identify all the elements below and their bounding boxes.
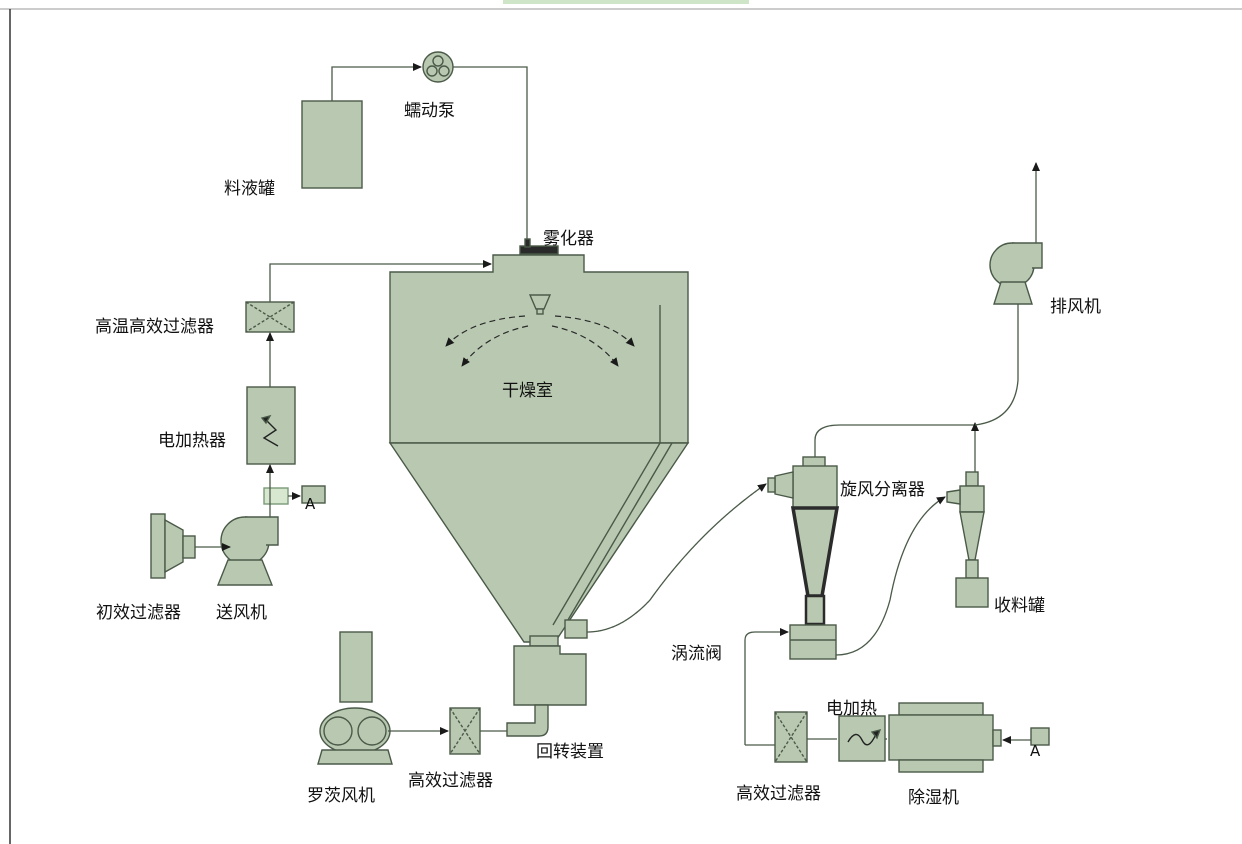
hepa-filter-left [449,707,481,755]
label-hepa-filter-left: 高效过滤器 [408,771,493,791]
electric-heater [246,386,296,465]
line-pump-to-atomizer [453,66,528,239]
high-temp-hepa-filter [245,301,295,333]
line-to-exhaust-fan [974,304,1019,426]
supply-fan [216,516,279,586]
line-chamber-to-cyclone [586,483,767,633]
electric-heating-unit [838,715,886,762]
label-collection-tank: 收料罐 [994,596,1045,616]
label-electric-heating: 电加热 [826,699,877,719]
label-primary-filter: 初效过滤器 [96,603,181,623]
label-roots-blower: 罗茨风机 [307,786,375,806]
drying-chamber [388,254,690,643]
label-high-temp-hepa: 高温高效过滤器 [95,317,214,337]
small-cyclone [946,471,985,579]
label-atomizer: 雾化器 [543,229,594,249]
rotary-device [506,619,588,737]
label-rotary-device: 回转装置 [536,742,604,762]
top-tab-marker [503,0,749,4]
label-supply-fan: 送风机 [216,603,267,623]
label-dehumidifier: 除湿机 [908,788,959,808]
label-hepa-filter-right: 高效过滤器 [736,784,821,804]
connector-a-box-left [301,485,326,504]
label-cyclone: 旋风分离器 [840,480,925,500]
line-vortex-valve-up [744,628,789,745]
feed-tank [301,100,363,189]
peristaltic-pump [422,51,454,83]
cyclone-separator [767,456,840,660]
line-cyclone-top [814,424,975,457]
connector-a-box-right [1030,727,1050,746]
label-peristaltic-pump: 蠕动泵 [404,101,455,121]
label-feed-tank: 料液罐 [224,179,275,199]
line-cyclone-to-small-cyclone [835,496,946,656]
label-vortex-valve: 涡流阀 [671,644,722,664]
valve-symbol [263,487,289,505]
label-connector-a-left: A [305,495,316,513]
collection-tank [955,577,989,608]
exhaust-fan [989,242,1043,305]
label-exhaust-fan: 排风机 [1050,297,1101,317]
spray-pattern [445,315,635,367]
roots-blower [317,631,393,765]
label-drying-chamber: 干燥室 [502,381,553,401]
label-connector-a-right: A [1030,742,1041,760]
dehumidifier [888,702,1002,773]
flow-lines [195,63,1040,746]
line-feed-to-pump [331,63,422,101]
primary-filter [150,513,196,579]
hepa-filter-right [774,711,808,763]
line-hepa-to-chamber [269,260,492,302]
label-electric-heater: 电加热器 [158,431,226,451]
